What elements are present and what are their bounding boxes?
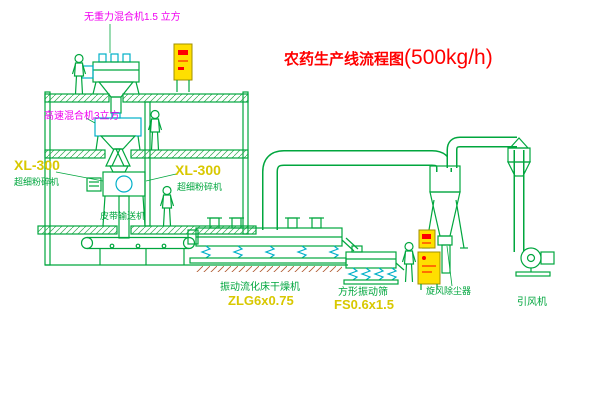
fan-casing: [520, 247, 542, 269]
label-cyclone: 旋风除尘器: [426, 286, 472, 296]
label-mill-model-right: XL-300: [175, 162, 221, 178]
control-cabinet-main: [417, 251, 441, 290]
induced-draft-fan: [515, 247, 555, 277]
dryer-hood-port: [311, 217, 322, 229]
leader-lines: [55, 24, 453, 287]
dryer-to-cyclone-duct: [262, 150, 452, 230]
mixer2-cone: [99, 135, 137, 150]
sieve-base: [343, 279, 399, 285]
y-chute-left: [105, 148, 121, 167]
label-belt-conveyor: 皮带输送机: [100, 211, 146, 221]
worker-figure: [401, 241, 417, 283]
dryer-hood-port: [287, 217, 298, 229]
dryer-spring: [232, 245, 244, 259]
fan-motor: [540, 251, 555, 265]
sieve-spring: [347, 267, 359, 281]
y-chute-right: [115, 148, 131, 167]
floor-slab-top-right: [122, 93, 249, 103]
dryer-spring: [296, 245, 308, 259]
label-high-speed-mixer: 高速混合机3立方: [44, 111, 120, 122]
dryer-foundation-hatch: [196, 266, 342, 272]
mixer-body: [92, 61, 140, 83]
ground-slab-left: [37, 225, 118, 235]
sieve-spring: [373, 267, 385, 281]
cyclone-cone: [429, 191, 461, 237]
floor-slab-mid-right: [130, 149, 249, 159]
sieve-spring: [360, 267, 372, 281]
dryer-spring: [328, 245, 340, 259]
worker-figures: [71, 53, 417, 283]
superfine-mill: [86, 165, 146, 239]
label-sieve-name: 方形振动筛: [338, 287, 388, 298]
label-dryer-model: ZLG6x0.75: [228, 293, 294, 308]
mixer-inlet-port: [98, 53, 107, 63]
dryer-spring: [200, 245, 212, 259]
label-mill-model-left: XL-300: [14, 157, 60, 173]
label-fan: 引风机: [517, 297, 547, 308]
fan-hub: [526, 253, 536, 263]
floor-slab-top-left: [44, 93, 110, 103]
worker-figure: [71, 53, 87, 95]
mixer-inlet-port: [110, 53, 119, 63]
conveyor-pulley: [80, 236, 94, 250]
exhaust-ducts: [262, 136, 525, 252]
label-dryer-name: 振动流化床干燥机: [220, 282, 300, 293]
mill-inlet-hopper: [109, 165, 129, 173]
dryer-spring: [264, 245, 276, 259]
mill-motor: [86, 177, 102, 192]
label-mill-name-right: 超细粉碎机: [177, 182, 223, 192]
sieve-spring: [386, 267, 398, 281]
label-mill-name-left: 超细粉碎机: [14, 177, 60, 187]
stack-vent-cap: [507, 137, 531, 177]
floor-slab-mid-left: [44, 149, 106, 159]
cap-cone: [507, 161, 531, 177]
mixer-inlet-port: [122, 53, 131, 63]
fan-base: [515, 271, 551, 277]
belt-conveyor: [80, 236, 196, 265]
title-text: 农药生产线流程图: [284, 51, 405, 68]
cyclone-rotary-valve: [437, 235, 453, 246]
worker-figure: [159, 185, 175, 227]
control-cabinets: [173, 43, 441, 290]
conveyor-pulley: [182, 236, 196, 250]
title-capacity: (500kg/h): [404, 46, 493, 69]
control-cabinet-small: [418, 229, 436, 249]
page-title: 农药生产线流程图(500kg/h): [284, 46, 493, 70]
label-gravity-mixer: 无重力混合机1.5 立方: [84, 12, 181, 23]
cyclone-discharge-pipe: [441, 244, 451, 274]
dryer-base: [189, 257, 347, 264]
vibrating-sieve: [341, 237, 405, 285]
column-middle: [144, 101, 151, 227]
control-cabinet-upper: [173, 43, 193, 92]
mill-chamber: [115, 175, 133, 193]
label-sieve-model: FS0.6x1.5: [334, 297, 394, 312]
sieve-body: [345, 251, 397, 269]
column-right: [242, 91, 249, 235]
gravity-mixer: [81, 53, 140, 114]
